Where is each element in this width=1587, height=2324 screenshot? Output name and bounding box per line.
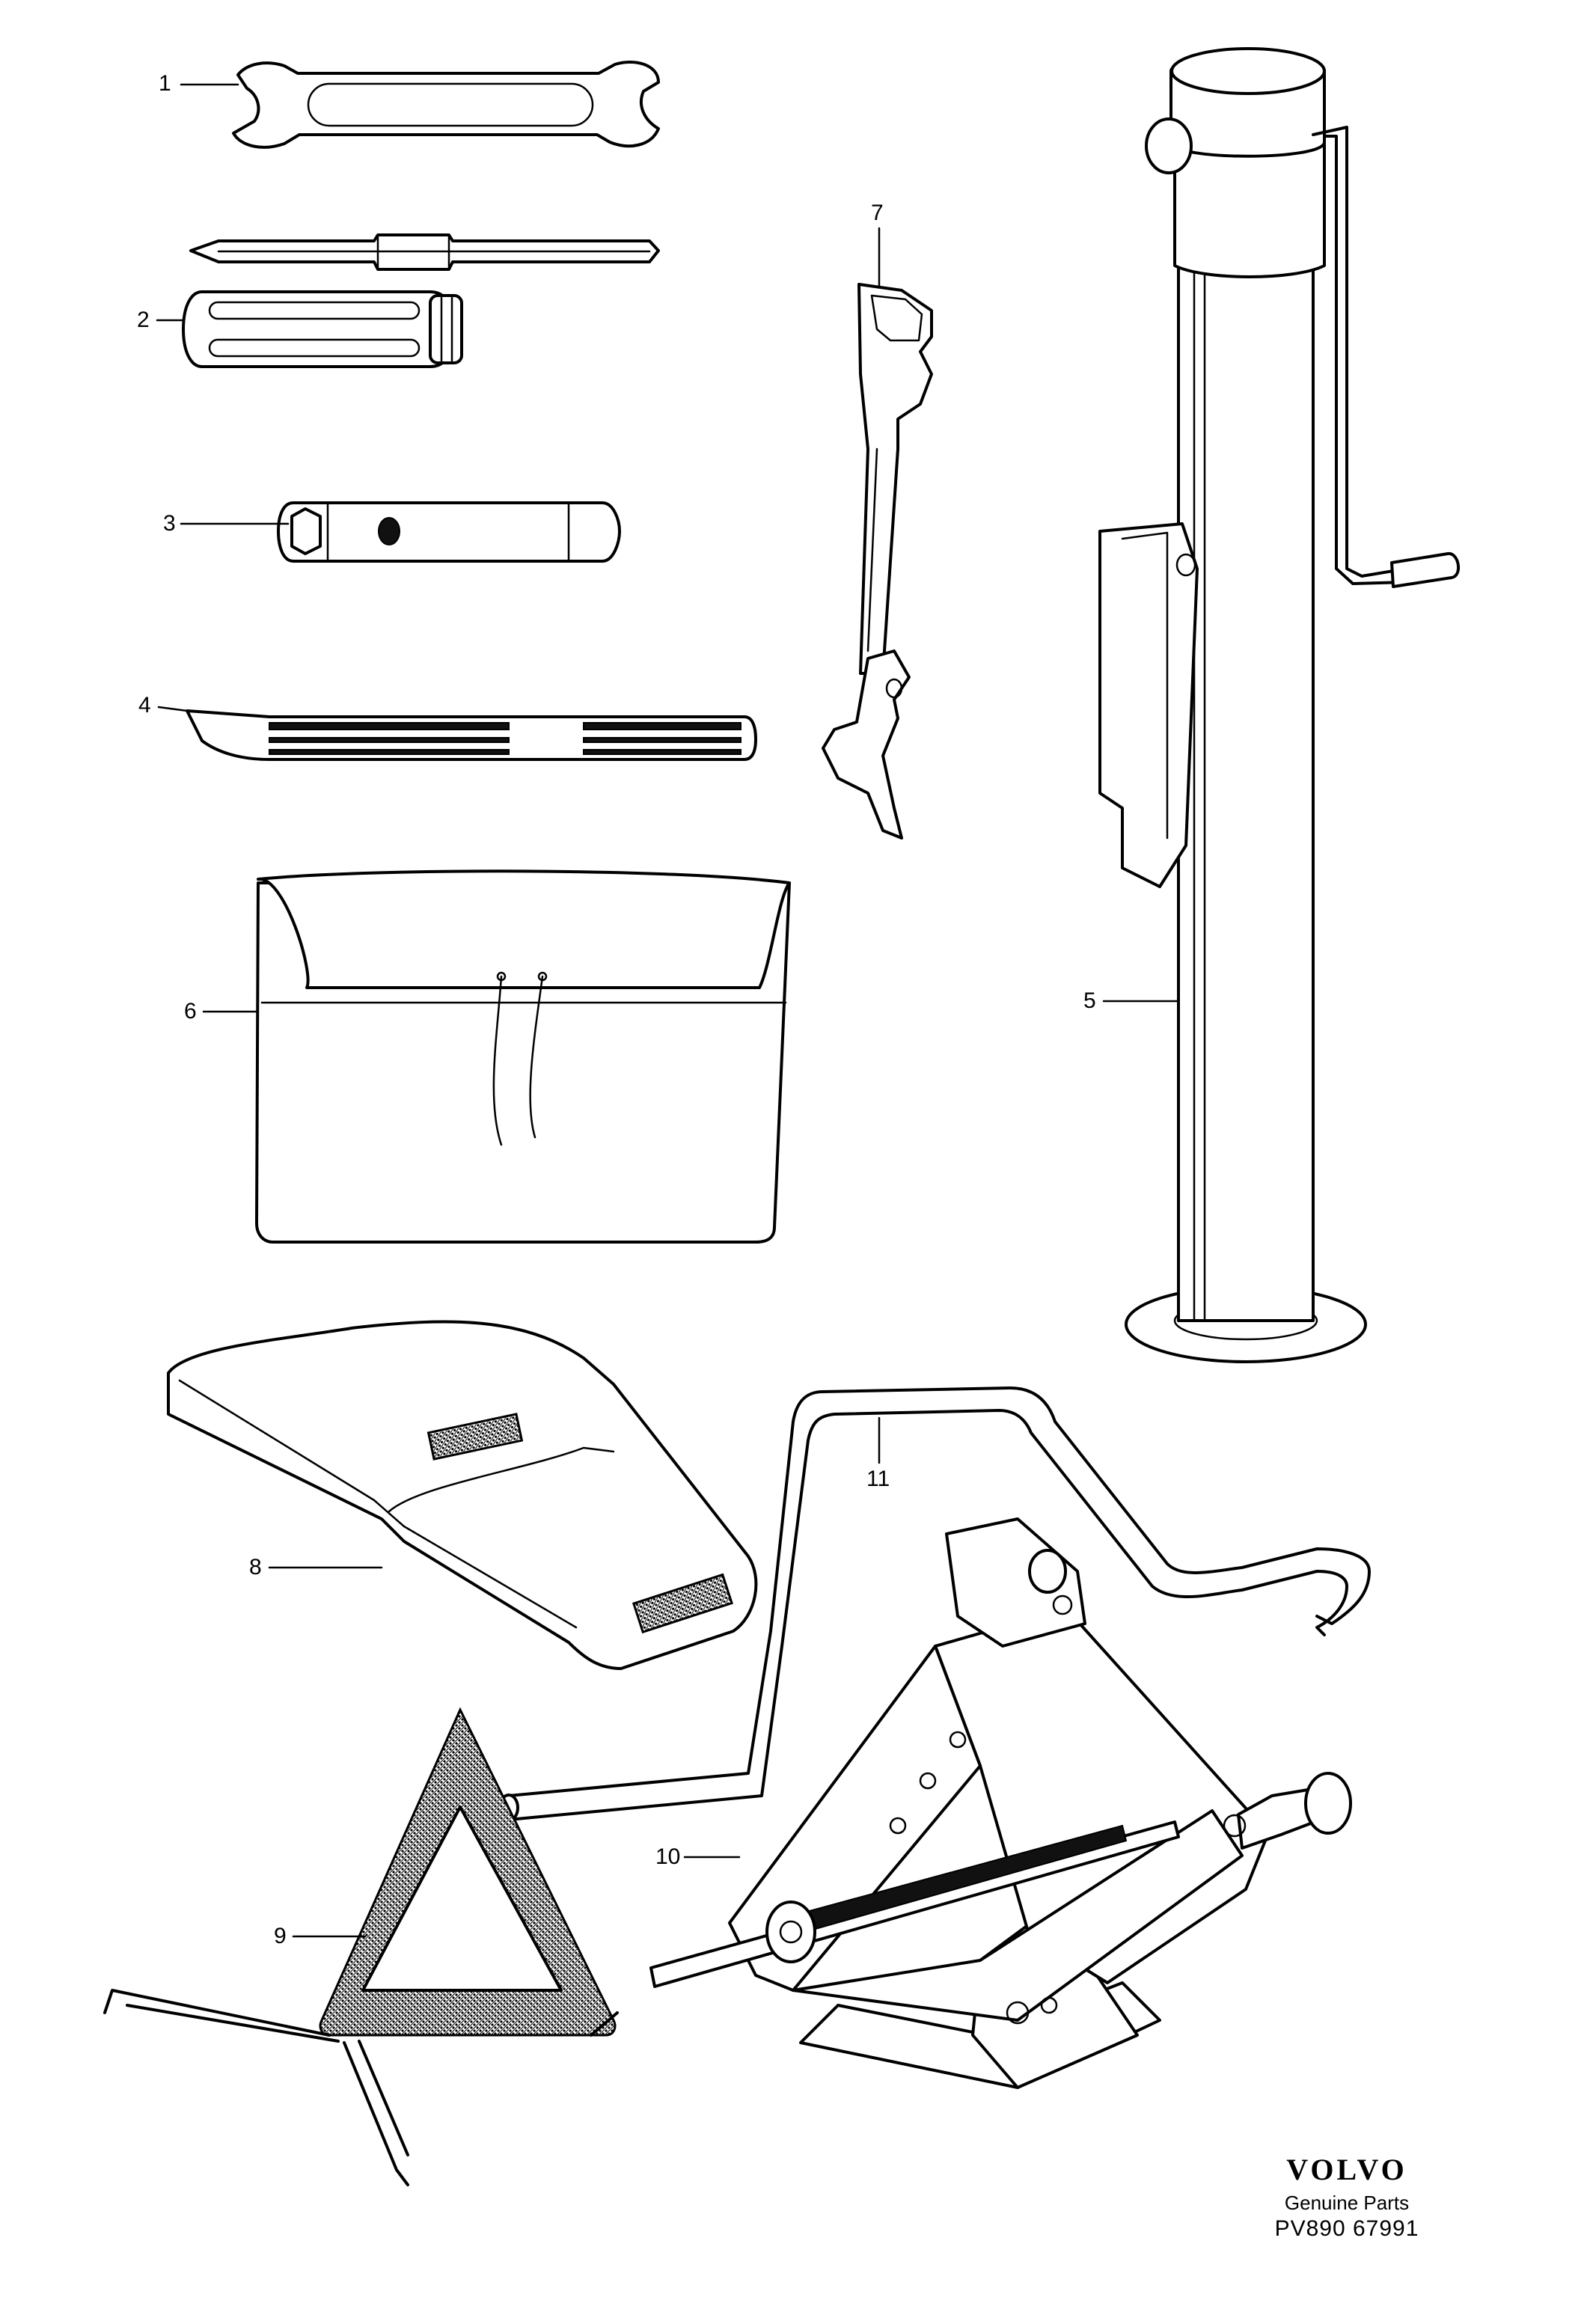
callout-11: 11 — [866, 1467, 890, 1491]
callout-7: 7 — [871, 201, 884, 225]
callout-1: 1 — [159, 71, 171, 96]
part-code: PV890 67991 — [1274, 2216, 1419, 2241]
brand-subtitle: Genuine Parts — [1284, 2192, 1410, 2214]
box-spanner-icon — [277, 501, 621, 563]
callout-4: 4 — [138, 693, 151, 718]
post-jack-icon — [1098, 47, 1460, 1363]
callout-3: 3 — [163, 511, 176, 536]
scissor-jack-icon — [649, 1517, 1352, 2089]
callout-2: 2 — [137, 308, 150, 332]
callout-10: 10 — [655, 1844, 681, 1869]
brand-block: VOLVO Genuine Parts PV890 67991 — [1250, 2152, 1444, 2242]
callout-8: 8 — [249, 1555, 262, 1580]
volvo-logo: VOLVO — [1286, 2153, 1407, 2186]
callout-6: 6 — [184, 999, 197, 1024]
warning-triangle-icon — [103, 1707, 619, 2186]
callout-9: 9 — [274, 1924, 287, 1948]
tool-bag-icon — [255, 869, 791, 1244]
open-end-wrench-icon — [232, 61, 660, 149]
tyre-lever-icon — [186, 709, 757, 761]
screwdriver-blade-icon — [189, 233, 660, 271]
triangle-case-icon — [167, 1320, 758, 1670]
jack-bracket-icon — [822, 283, 933, 840]
callout-5: 5 — [1083, 988, 1096, 1013]
callout-leaders — [156, 83, 1180, 1938]
screwdriver-icon — [182, 290, 463, 368]
